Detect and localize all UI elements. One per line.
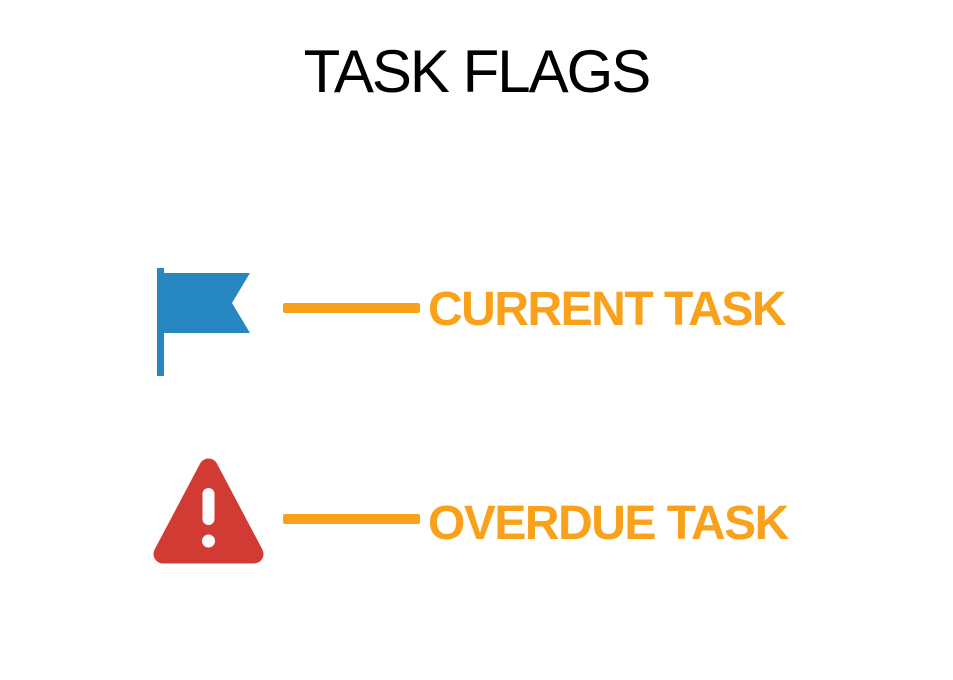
connector-line [283, 514, 420, 524]
flag-banner [164, 273, 250, 333]
page-title: TASK FLAGS [303, 38, 652, 105]
flag-icon [157, 268, 250, 376]
flag-pole [157, 268, 164, 376]
legend-label-overdue-task: OVERDUE TASK [428, 497, 789, 550]
legend-label-current-task: CURRENT TASK [428, 283, 787, 336]
exclamation-bar [202, 488, 215, 525]
warning-icon [153, 458, 264, 564]
connector-line [283, 303, 420, 313]
exclamation-dot [202, 534, 215, 548]
